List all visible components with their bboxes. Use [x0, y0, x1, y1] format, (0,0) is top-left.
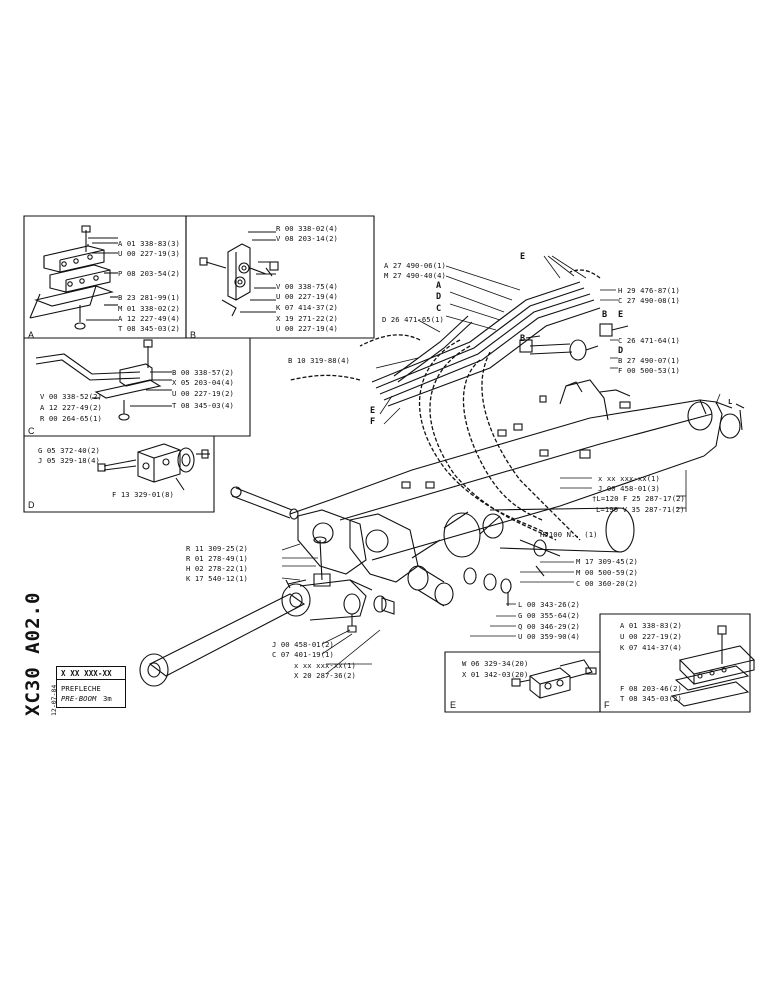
- hose-clamp-e: [511, 659, 597, 699]
- part-label: H 29 476-87(1): [618, 286, 680, 295]
- part-label: R 01 278-49(1): [186, 554, 248, 563]
- part-label: x xx xxx-xx(1): [294, 661, 356, 670]
- reference-number: X XX XXX-XX: [61, 669, 112, 678]
- valve-block-d: [97, 443, 210, 491]
- part-label: G 05 372-40(2): [38, 446, 100, 455]
- part-label: J 00 458-01(2): [272, 640, 334, 649]
- boom-size: 3m: [103, 694, 112, 703]
- title-ref-row: [57, 667, 125, 680]
- support-arm: [139, 536, 395, 687]
- part-label: x xx xxx-xx(1): [598, 474, 660, 483]
- title-french: PREFLECHE: [61, 684, 101, 693]
- callout-letter: A: [436, 281, 442, 291]
- part-label: T 08 345-03(4): [172, 401, 234, 410]
- box-e-letter: E: [450, 700, 457, 710]
- part-label: F 08 203-46(2): [620, 684, 682, 693]
- clamp-assembly-c: [35, 339, 172, 421]
- hydraulic-lines: [371, 281, 629, 407]
- part-label: T 08 345-03(2): [620, 694, 682, 703]
- part-label: U 00 227-19(4): [276, 292, 338, 301]
- part-label: K 07 414-37(4): [620, 643, 682, 652]
- part-label: A 01 338-83(2): [620, 621, 682, 630]
- part-label: W 06 329-34(20): [462, 659, 529, 668]
- callout-letter: B: [602, 310, 608, 320]
- part-label: L 00 343-26(2): [518, 600, 580, 609]
- callout-letter: E: [520, 252, 526, 262]
- box-f-letter: F: [604, 700, 610, 710]
- part-label: L=190 V 35 287-71(2): [596, 505, 685, 514]
- part-label: R 00 264-65(1): [40, 414, 102, 423]
- part-label: C 00 360-20(2): [576, 579, 638, 588]
- part-label: M 00 500-59(2): [576, 568, 638, 577]
- part-label: B 23 281-99(1): [118, 293, 180, 302]
- clamp-assembly-a: [29, 225, 118, 330]
- part-label: R 00 338-02(4): [276, 224, 338, 233]
- part-label: M 27 490-40(4): [384, 271, 446, 280]
- part-label: F 00 500-53(1): [618, 366, 680, 375]
- part-label: U 00 227-19(2): [620, 632, 682, 641]
- clamp-assembly-b: [199, 231, 279, 317]
- title-english: PRE-BOOM: [61, 694, 97, 703]
- part-label: B 00 338-57(2): [172, 368, 234, 377]
- callout-letter: B: [520, 334, 526, 344]
- part-label: A 12 227-49(2): [40, 403, 102, 412]
- part-label: A 01 338-83(3): [118, 239, 180, 248]
- long-pin: [230, 486, 299, 520]
- part-label: K 17 540-12(1): [186, 574, 248, 583]
- hose-clamp-f: [670, 625, 756, 707]
- part-label: X 01 342-03(20): [462, 670, 529, 679]
- part-label: J 05 329-18(4): [38, 456, 100, 465]
- part-label: B 27 490-07(1): [618, 356, 680, 365]
- part-label: C 07 401-19(1): [272, 650, 334, 659]
- callout-letter: D: [618, 346, 624, 356]
- part-label: D 26 471-65(1): [382, 315, 444, 324]
- part-label: U 00 227-19(2): [172, 389, 234, 398]
- part-label: U 00 227-19(3): [118, 249, 180, 258]
- box-b-letter: B: [190, 330, 197, 340]
- title-block: X XX XXX-XX PREFLECHE PRE-BOOM 3m: [56, 666, 126, 708]
- box-a-letter: A: [28, 330, 35, 340]
- part-label: A 27 490-06(1): [384, 261, 446, 270]
- part-label: C 26 471-64(1): [618, 336, 680, 345]
- callout-letter: E: [618, 310, 624, 320]
- part-label: M 17 309-45(2): [576, 557, 638, 566]
- part-label: F 13 329-01(8): [112, 490, 174, 499]
- part-label: V 00 338-52(2): [40, 392, 102, 401]
- part-label: X 19 271-22(2): [276, 314, 338, 323]
- callout-letter: C: [436, 304, 442, 314]
- callout-letter: L: [728, 398, 733, 406]
- part-label: HJ100 N.. (1): [540, 530, 598, 539]
- part-label: C 27 490-08(1): [618, 296, 680, 305]
- leader-lines: [281, 255, 721, 675]
- callout-letter: D: [436, 292, 442, 302]
- box-c-letter: C: [28, 426, 35, 436]
- part-label: X 20 287-36(2): [294, 671, 356, 680]
- part-label: R 11 309-25(2): [186, 544, 248, 553]
- part-label: J 00 458-01(3): [598, 484, 660, 493]
- part-label: V 08 203-14(2): [276, 234, 338, 243]
- part-label: G 00 355-64(2): [518, 611, 580, 620]
- part-label: U 00 227-19(4): [276, 324, 338, 333]
- part-label: †L=120 F 25 287-17(2): [592, 494, 685, 503]
- part-label: A 12 227-49(4): [118, 314, 180, 323]
- callout-letter: E: [370, 406, 376, 416]
- boom-body: [289, 379, 745, 583]
- part-label: H 02 278-22(1): [186, 564, 248, 573]
- bushings: [407, 539, 561, 607]
- part-label: B 10 319-88(4): [288, 356, 350, 365]
- part-label: Q 00 346-29(2): [518, 622, 580, 631]
- callout-letter: F: [370, 417, 376, 427]
- document-code: XC30 A02.0: [22, 591, 44, 716]
- part-label: P 08 203-54(2): [118, 269, 180, 278]
- box-d-letter: D: [28, 500, 35, 510]
- part-label: T 08 345-03(2): [118, 324, 180, 333]
- flexible-hoses: [289, 269, 601, 541]
- part-label: K 07 414-37(2): [276, 303, 338, 312]
- part-label: V 00 338-75(4): [276, 282, 338, 291]
- part-label: M 01 338-02(2): [118, 304, 180, 313]
- part-label: U 00 359-90(4): [518, 632, 580, 641]
- part-label: X 05 203-04(4): [172, 378, 234, 387]
